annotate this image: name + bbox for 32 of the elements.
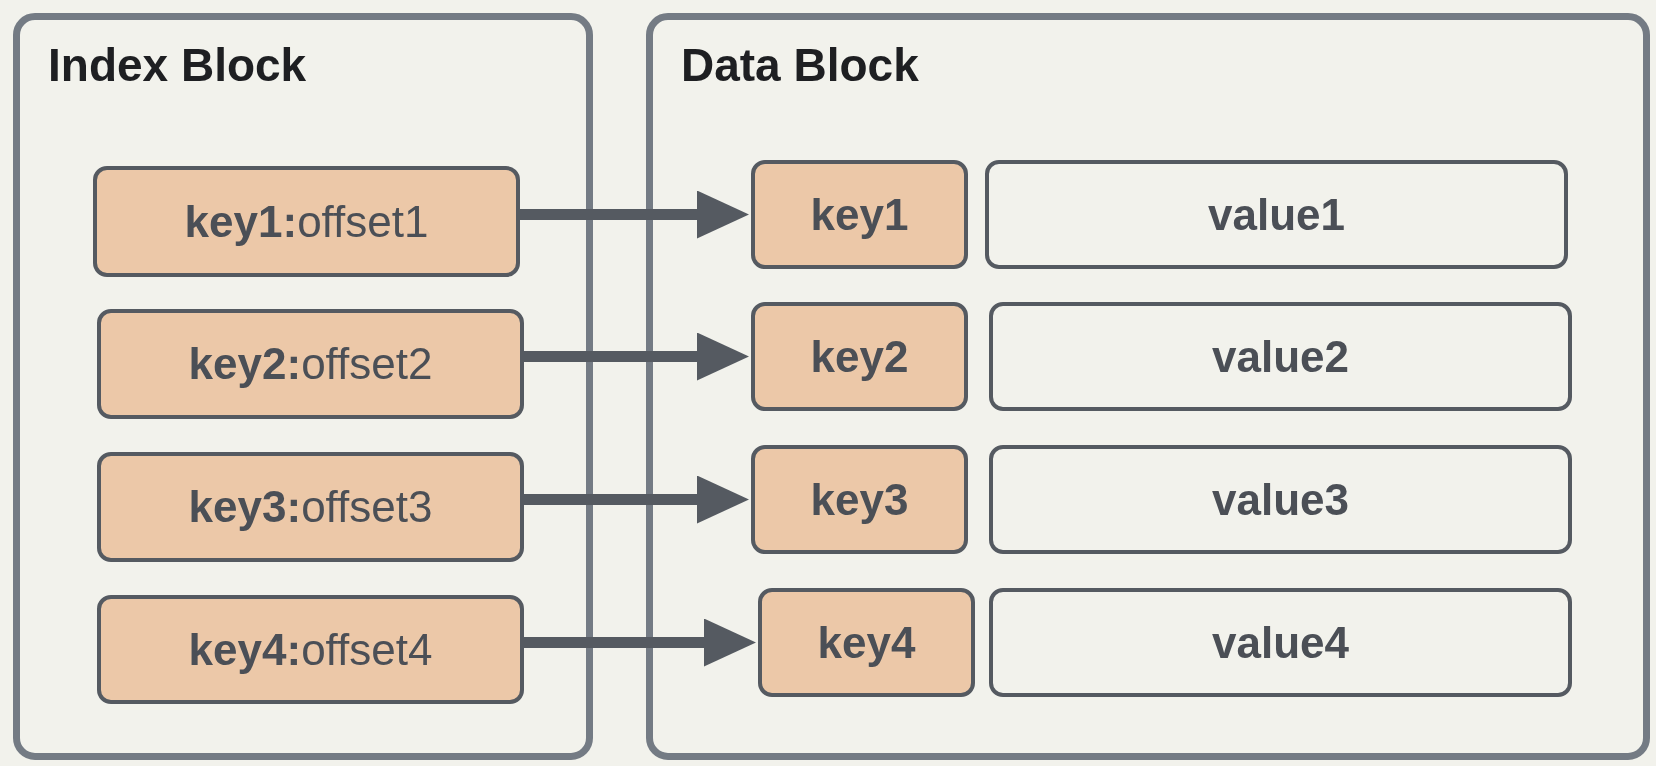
index-entry-text: key1:offset1 (184, 199, 429, 244)
key-box (751, 302, 968, 411)
key-label: key3 (810, 477, 909, 522)
block-title: Index Block (48, 42, 307, 88)
block-title: Data Block (681, 42, 919, 88)
key-box (751, 160, 968, 269)
index-entry-text: key4:offset4 (188, 627, 433, 672)
index-entry-box (93, 166, 520, 277)
value-label: value3 (1212, 477, 1349, 522)
arrow (524, 332, 749, 381)
key-label: key4 (817, 620, 916, 665)
block-panel (646, 13, 1650, 760)
arrow (524, 475, 749, 524)
arrow (520, 190, 749, 239)
index-entry-box (97, 595, 524, 704)
value-label: value4 (1212, 620, 1349, 665)
key-label: key1 (810, 192, 909, 237)
value-box (989, 302, 1572, 411)
key-box (758, 588, 975, 697)
index-entry-box (97, 452, 524, 562)
block-panel (13, 13, 593, 760)
index-entry-box (97, 309, 524, 419)
index-entry-text: key2:offset2 (188, 342, 433, 386)
value-box (989, 445, 1572, 554)
key-box (751, 445, 968, 554)
index-entry-text: key3:offset3 (188, 485, 433, 529)
value-box (989, 588, 1572, 697)
value-label: value2 (1212, 334, 1349, 379)
value-box (985, 160, 1568, 269)
arrow (524, 618, 756, 667)
key-label: key2 (810, 334, 909, 379)
value-label: value1 (1208, 192, 1345, 237)
